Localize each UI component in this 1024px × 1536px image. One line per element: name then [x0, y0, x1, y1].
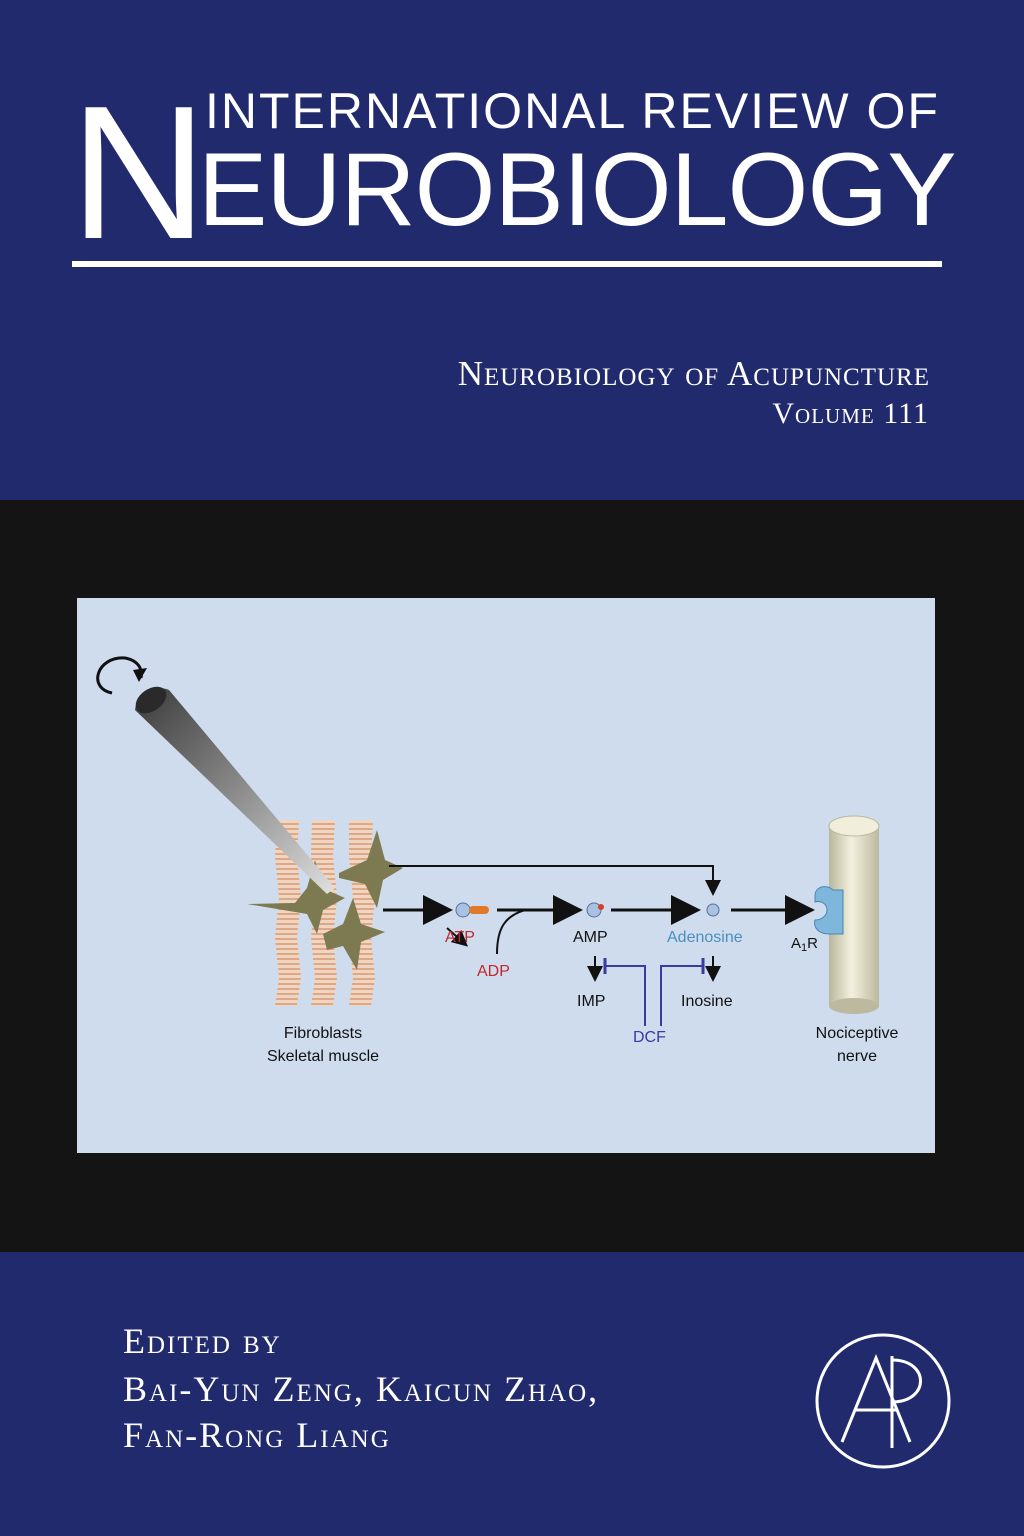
label-inosine: Inosine	[681, 993, 733, 1010]
atp-molecule-icon	[455, 902, 489, 918]
cover-figure: ATP ADP AMP Adenosine A1R IMP Inosine DC…	[77, 598, 935, 1153]
cover-header: N INTERNATIONAL REVIEW OF EUROBIOLOGY Ne…	[0, 0, 1024, 500]
fibroblast-star-icon	[323, 898, 385, 970]
volume-number: Volume 111	[772, 397, 929, 430]
label-nociceptive: Nociceptive	[816, 1025, 899, 1042]
rotation-arrow-icon	[96, 656, 143, 695]
acupuncture-needle-icon	[135, 688, 335, 894]
cover-footer	[0, 1252, 1024, 1536]
dcf-inhibition-adenosine	[660, 965, 703, 1026]
label-dcf: DCF	[633, 1029, 666, 1046]
academic-press-ap-logo-icon	[815, 1333, 951, 1469]
label-adp: ADP	[477, 963, 510, 980]
a1-receptor-icon	[814, 886, 844, 935]
arrow-adp-curve	[496, 909, 526, 955]
rotation-arrowhead-icon	[133, 668, 147, 682]
arrow-atp-to-adp	[446, 927, 468, 947]
label-a1r: A1R	[791, 935, 818, 954]
label-adenosine: Adenosine	[667, 929, 743, 946]
needle-head-icon	[135, 686, 167, 714]
fibroblast-star-icon	[247, 860, 345, 934]
amp-molecule-icon	[586, 902, 604, 918]
label-fibroblasts: Fibroblasts	[284, 1025, 362, 1042]
title-divider	[72, 261, 942, 267]
editors-line1: Bai-Yun Zeng, Kaicun Zhao,	[123, 1369, 600, 1409]
volume-title: Neurobiology of Acupuncture	[457, 354, 930, 393]
label-atp: ATP	[445, 929, 475, 946]
edited-by-heading: Edited by	[123, 1321, 282, 1361]
skeletal-muscle-fibers	[275, 820, 375, 1006]
series-title-line2: EUROBIOLOGY	[198, 132, 957, 248]
fibroblast-star-icon	[339, 830, 403, 908]
dcf-inhibition-amp	[605, 965, 646, 1026]
series-title-line1: INTERNATIONAL REVIEW OF	[205, 83, 940, 139]
label-skeletal-muscle: Skeletal muscle	[267, 1048, 379, 1065]
editors-line2: Fan-Rong Liang	[123, 1415, 391, 1455]
pathway-diagram: ATP ADP AMP Adenosine A1R IMP Inosine DC…	[96, 656, 899, 1065]
arrow-fibroblast-to-adenosine	[389, 865, 721, 896]
label-imp: IMP	[577, 993, 605, 1010]
label-amp: AMP	[573, 929, 608, 946]
adenosine-molecule-icon	[706, 903, 720, 917]
series-title-initial: N	[70, 67, 207, 279]
label-nerve: nerve	[837, 1048, 877, 1065]
